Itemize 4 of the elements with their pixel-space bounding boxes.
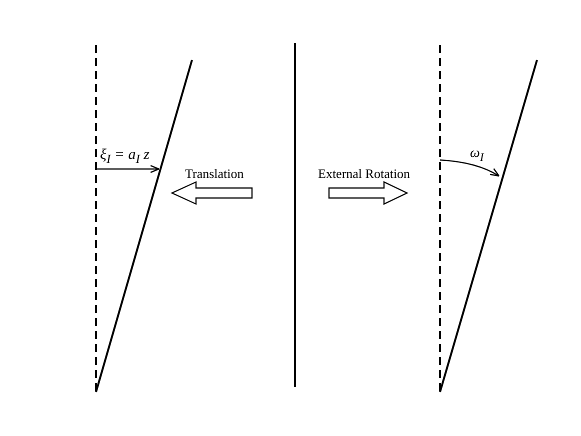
equation-label: ξ$_{I}$ = a$_{I}$ z [100,148,150,166]
motion-label: Translation [185,167,244,180]
motion-label: External Rotation [318,167,410,180]
angle-label: ω$_{I}$ [470,147,484,164]
